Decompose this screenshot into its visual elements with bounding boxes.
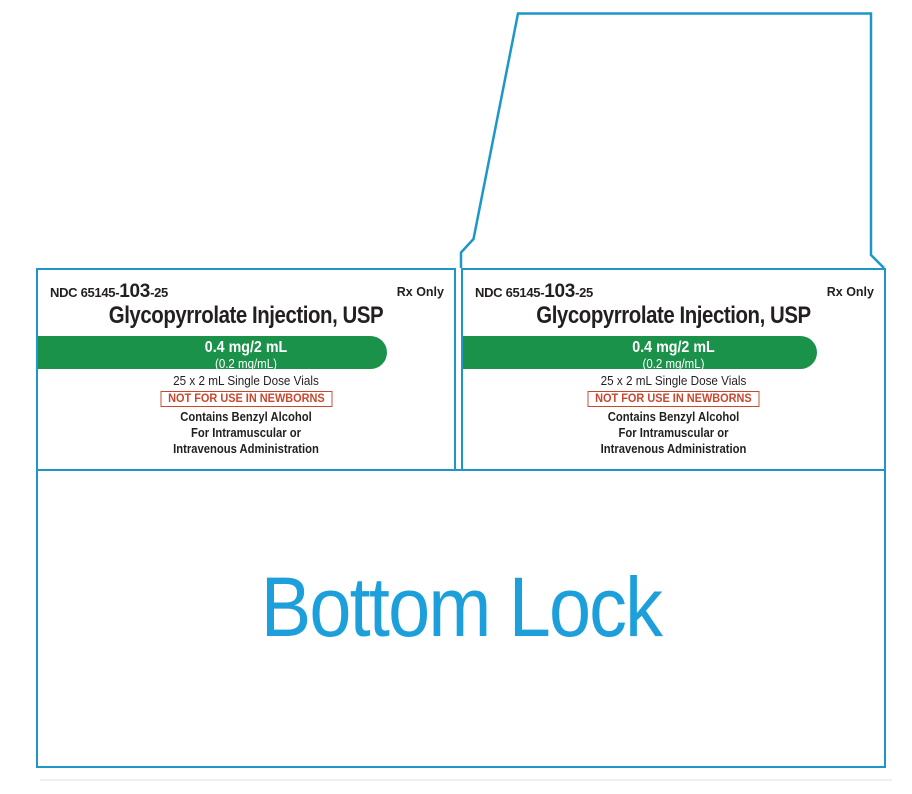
strength-bar: 0.4 mg/2 mL (0.2 mg/mL) [38, 336, 454, 371]
strength-bar-background [38, 336, 388, 369]
bottom-lock-label: Bottom Lock [260, 560, 663, 654]
benzyl-alcohol-note: Contains Benzyl Alcohol [607, 410, 740, 424]
rx-only-text: Rx Only [826, 285, 874, 299]
ndc-product-code: 103 [119, 281, 151, 302]
rx-only-text: Rx Only [396, 285, 444, 299]
strength-text: 0.4 mg/2 mL [204, 339, 288, 356]
route-note-line2: Intravenous Administration [173, 442, 319, 456]
route-note-line1: For Intramuscular or [618, 426, 729, 440]
newborn-warning-box: NOT FOR USE IN NEWBORNS [587, 391, 760, 407]
route-note-line1: For Intramuscular or [190, 426, 302, 440]
newborn-warning-box: NOT FOR USE IN NEWBORNS [160, 391, 332, 407]
pack-size-text: 25 x 2 mL Single Dose Vials [173, 373, 319, 388]
bottom-crease-line [40, 779, 892, 781]
ndc-prefix: NDC 65145- [475, 285, 545, 300]
ndc-number: NDC 65145-103-25 [475, 281, 593, 303]
newborn-warning: NOT FOR USE IN NEWBORNS [38, 389, 454, 407]
route-note-line2: Intravenous Administration [600, 442, 747, 456]
concentration-text: (0.2 mg/mL) [642, 357, 705, 371]
strength-bar-background [463, 336, 817, 369]
bottom-lock-panel: Bottom Lock [36, 469, 886, 768]
ndc-product-code: 103 [544, 281, 576, 302]
product-title: Glycopyrrolate Injection, USP [536, 302, 811, 329]
ndc-prefix: NDC 65145- [50, 285, 120, 300]
pack-size-text: 25 x 2 mL Single Dose Vials [600, 373, 747, 388]
benzyl-alcohol-note: Contains Benzyl Alcohol [180, 410, 312, 424]
strength-text: 0.4 mg/2 mL [632, 339, 715, 356]
ndc-number: NDC 65145-103-25 [50, 281, 168, 303]
label-panel-right: NDC 65145-103-25 Rx Only Glycopyrrolate … [461, 268, 886, 471]
product-title: Glycopyrrolate Injection, USP [108, 302, 384, 329]
label-panel-left: NDC 65145-103-25 Rx Only Glycopyrrolate … [36, 268, 456, 471]
ndc-pack-code: -25 [150, 285, 168, 300]
concentration-text: (0.2 mg/mL) [214, 357, 277, 371]
ndc-pack-code: -25 [575, 285, 593, 300]
strength-bar: 0.4 mg/2 mL (0.2 mg/mL) [463, 336, 884, 371]
newborn-warning: NOT FOR USE IN NEWBORNS [463, 389, 884, 407]
